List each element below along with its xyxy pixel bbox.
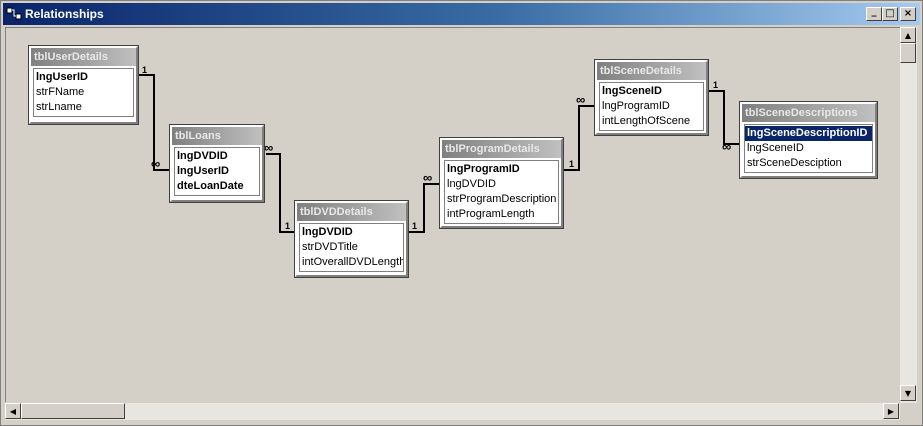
- relationship-line-user-loans: [138, 74, 170, 171]
- close-icon: ×: [903, 8, 913, 19]
- minimize-button[interactable]: _: [866, 7, 882, 21]
- field-list[interactable]: lngSceneID lngProgramID intLengthOfScene: [599, 82, 704, 131]
- relationship-line-dvd-program: [408, 183, 440, 233]
- many-marker: ∞: [423, 170, 432, 185]
- relationship-line-dvd-loans: [266, 153, 295, 233]
- scroll-right-button[interactable]: ▶: [883, 403, 899, 419]
- down-arrow-icon: ▼: [904, 388, 912, 398]
- title-bar[interactable]: Relationships _ □ ×: [3, 3, 920, 25]
- one-marker: 1: [713, 80, 718, 90]
- field-list[interactable]: lngSceneDescriptionID lngSceneID strScen…: [744, 124, 873, 173]
- table-tbldvddetails[interactable]: tblDVDDetails lngDVDID strDVDTitle intOv…: [294, 200, 409, 278]
- relationship-line-program-scene: [563, 105, 595, 171]
- relationship-lines: 1 ∞ ∞ 1 1 ∞ 1 ∞ 1 ∞: [138, 65, 740, 233]
- vertical-scroll-thumb[interactable]: [900, 43, 916, 63]
- field-item[interactable]: lngSceneDescriptionID: [745, 126, 872, 141]
- window-title: Relationships: [25, 7, 104, 21]
- field-item[interactable]: intLengthOfScene: [602, 115, 691, 127]
- table-tblprogramdetails[interactable]: tblProgramDetails lngProgramID lngDVDID …: [439, 137, 564, 229]
- size-grip[interactable]: [900, 403, 917, 420]
- field-item[interactable]: lngUserID: [36, 71, 88, 83]
- one-marker: 1: [142, 65, 147, 75]
- scroll-left-button[interactable]: ◀: [5, 403, 21, 419]
- scroll-down-button[interactable]: ▼: [900, 385, 916, 401]
- field-item[interactable]: strDVDTitle: [302, 241, 358, 253]
- table-tbluserdetails[interactable]: tblUserDetails lngUserID strFName strLna…: [28, 45, 139, 125]
- field-item[interactable]: strFName: [36, 86, 85, 98]
- table-title[interactable]: tblUserDetails: [31, 48, 136, 66]
- field-item[interactable]: lngProgramID: [602, 100, 670, 112]
- field-item[interactable]: strProgramDescription: [447, 193, 557, 205]
- table-title[interactable]: tblSceneDescriptions: [742, 104, 875, 122]
- field-item[interactable]: dteLoanDate: [177, 180, 244, 192]
- field-item[interactable]: strSceneDesciption: [747, 157, 842, 169]
- many-marker: ∞: [722, 139, 731, 154]
- close-button[interactable]: ×: [900, 7, 916, 21]
- field-list[interactable]: lngProgramID lngDVDID strProgramDescript…: [444, 160, 559, 224]
- horizontal-scroll-thumb[interactable]: [21, 403, 125, 419]
- field-item[interactable]: lngSceneID: [747, 142, 804, 154]
- relationships-canvas[interactable]: 1 ∞ ∞ 1 1 ∞ 1 ∞ 1 ∞ tblUserDetails lngUs…: [5, 27, 901, 402]
- many-marker: ∞: [576, 92, 585, 107]
- one-marker: 1: [412, 221, 417, 231]
- right-arrow-icon: ▶: [887, 406, 895, 416]
- field-item[interactable]: strLname: [36, 101, 82, 113]
- table-title[interactable]: tblSceneDetails: [597, 62, 706, 80]
- field-item[interactable]: intOverallDVDLength: [302, 256, 403, 268]
- maximize-icon: □: [885, 8, 895, 19]
- relationships-icon: [6, 7, 22, 20]
- table-title[interactable]: tblProgramDetails: [442, 140, 561, 158]
- field-list[interactable]: lngDVDID strDVDTitle intOverallDVDLength: [299, 223, 404, 272]
- one-marker: 1: [285, 221, 290, 231]
- field-item[interactable]: intProgramLength: [447, 208, 535, 220]
- field-item[interactable]: lngUserID: [177, 165, 229, 177]
- vertical-scrollbar[interactable]: ▲ ▼: [900, 27, 917, 404]
- table-tblscenedetails[interactable]: tblSceneDetails lngSceneID lngProgramID …: [594, 59, 709, 136]
- left-arrow-icon: ◀: [9, 406, 17, 416]
- table-title[interactable]: tblDVDDetails: [297, 203, 406, 221]
- maximize-button[interactable]: □: [882, 7, 898, 21]
- field-list[interactable]: lngUserID strFName strLname: [33, 68, 134, 117]
- field-item[interactable]: lngDVDID: [177, 150, 228, 162]
- field-item[interactable]: lngDVDID: [447, 178, 496, 190]
- up-arrow-icon: ▲: [904, 30, 912, 40]
- field-list[interactable]: lngDVDID lngUserID dteLoanDate: [174, 147, 260, 196]
- table-tblscenedescriptions[interactable]: tblSceneDescriptions lngSceneDescription…: [739, 101, 878, 179]
- one-marker: 1: [569, 159, 574, 169]
- many-marker: ∞: [264, 140, 273, 155]
- relationship-line-scene-desc: [708, 90, 740, 145]
- minimize-icon: _: [871, 6, 877, 17]
- scroll-up-button[interactable]: ▲: [900, 27, 916, 43]
- field-item[interactable]: lngDVDID: [302, 226, 353, 238]
- horizontal-scrollbar[interactable]: ◀ ▶: [5, 403, 900, 420]
- many-marker: ∞: [151, 156, 160, 171]
- field-item[interactable]: lngSceneID: [602, 85, 662, 97]
- table-title[interactable]: tblLoans: [172, 127, 262, 145]
- table-tblloans[interactable]: tblLoans lngDVDID lngUserID dteLoanDate: [169, 124, 265, 203]
- field-item[interactable]: lngProgramID: [447, 163, 520, 175]
